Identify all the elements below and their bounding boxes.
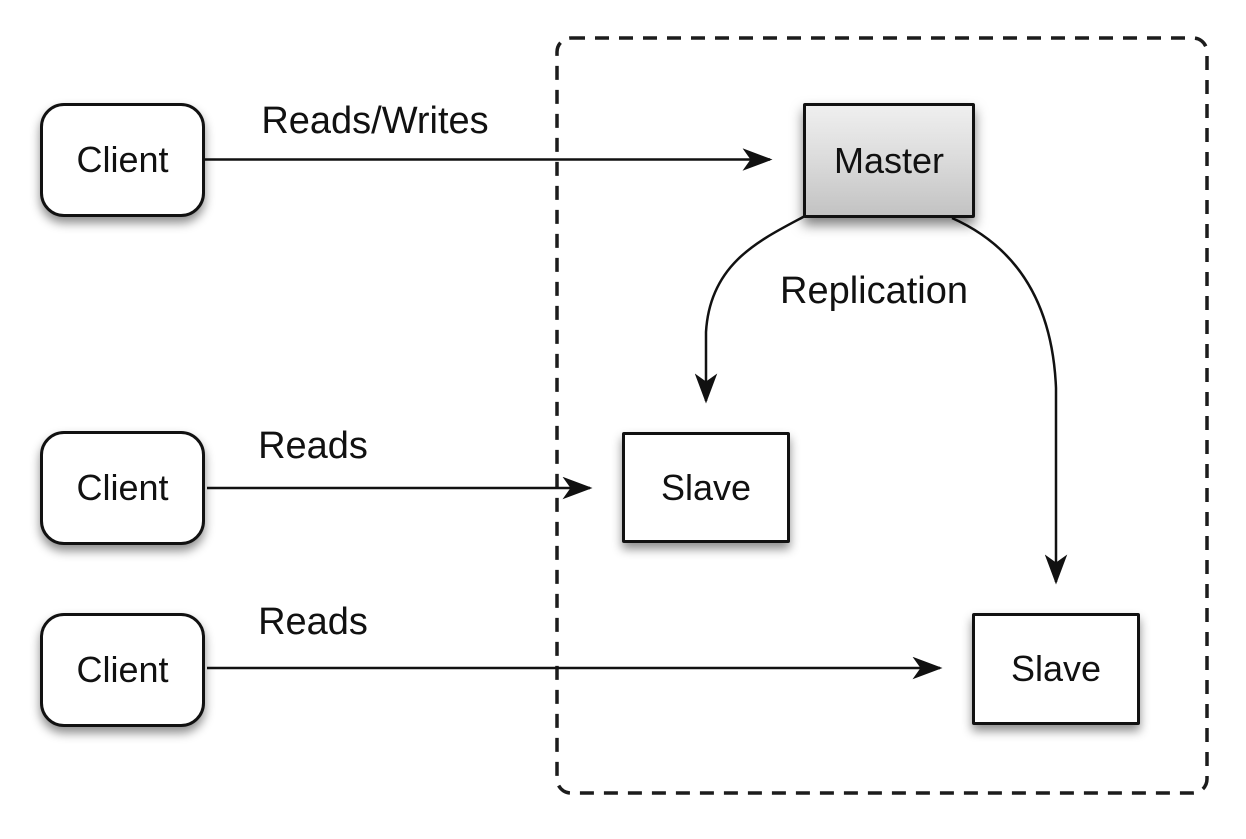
slave-node-1-label: Slave (660, 466, 752, 508)
edge-label-reads-2: Reads (258, 425, 368, 467)
slave-node-2: Slave (972, 613, 1140, 725)
master-node-label: Master (833, 139, 945, 181)
client-node-2: Client (40, 431, 205, 545)
slave-node-2-label: Slave (1010, 648, 1102, 689)
edge-master-to-slave2 (951, 216, 1068, 585)
slave-node-1: Slave (622, 432, 790, 543)
client-node-1: Client (40, 103, 205, 217)
edge-label-reads-writes: Reads/Writes (261, 100, 489, 142)
edge-label-reads-3: Reads (258, 601, 368, 643)
client-node-2-label: Client (76, 467, 169, 508)
edge-label-replication: Replication (780, 270, 968, 312)
master-node: Master (803, 103, 975, 218)
client-node-3: Client (40, 613, 205, 727)
client-node-1-label: Client (76, 139, 169, 180)
edge-master-to-slave1 (694, 214, 806, 404)
replication-boundary-box (555, 36, 1209, 795)
client-node-3-label: Client (76, 649, 169, 690)
